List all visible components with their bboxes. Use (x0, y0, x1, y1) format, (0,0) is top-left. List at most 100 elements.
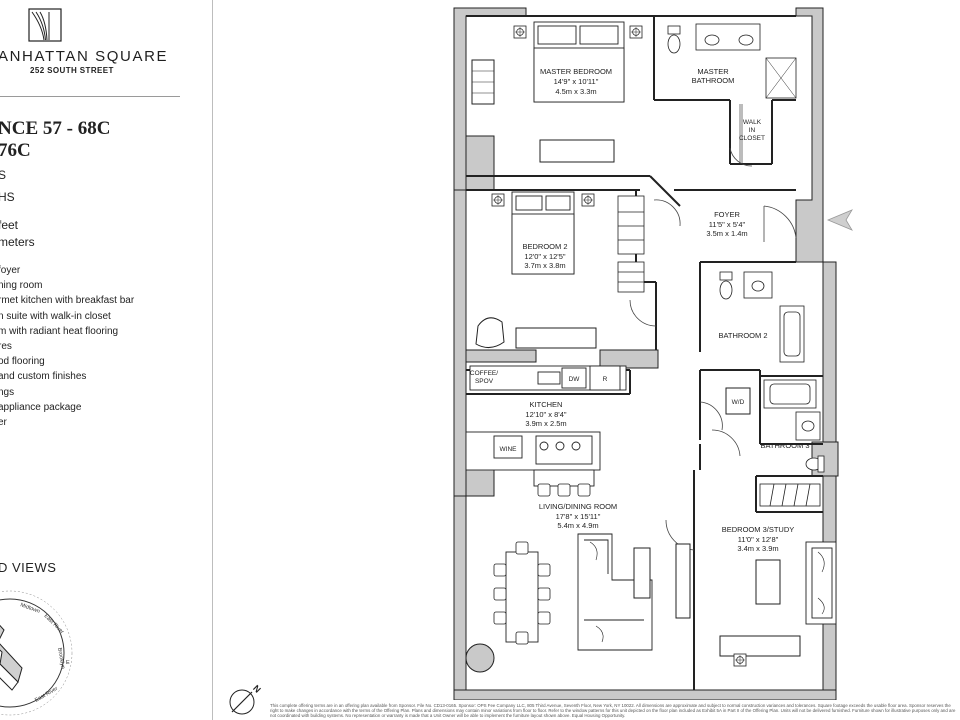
bedroom-2-name: BEDROOM 2 (522, 242, 567, 251)
bathrooms-count: HS (0, 190, 15, 204)
bedroom-2-chair (475, 317, 505, 348)
feature-item: od flooring (0, 356, 45, 368)
feature-item: foyer (0, 265, 21, 276)
bedroom-3-desk (719, 635, 801, 657)
view-label-east-river-2: East River (34, 686, 59, 704)
views-title: D VIEWS (0, 560, 57, 575)
stool-icon (537, 483, 551, 497)
stool-icon (557, 483, 571, 497)
dining-chair-icon (515, 541, 529, 555)
living-sofa (577, 533, 653, 651)
feature-item: appliance package (0, 401, 82, 413)
kitchen-imperial: 12'10" x 8'4" (525, 410, 566, 419)
legal-disclaimer: This complete offering terms are in an o… (270, 703, 956, 719)
foyer-metric: 3.5m x 1.4m (706, 229, 747, 238)
feature-item: m with radiant heat flooring (0, 325, 119, 337)
dining-chair-icon (493, 611, 507, 625)
living-imperial: 17'8" x 15'11" (556, 512, 601, 521)
residence-line-2: 76C (0, 140, 31, 161)
master-bath-fixtures (667, 23, 797, 99)
feature-item: n suite with walk-in closet (0, 310, 111, 322)
bedroom-3-closet (759, 483, 821, 507)
living-metric: 5.4m x 4.9m (557, 521, 598, 530)
building-logo-icon (28, 8, 62, 42)
feature-item: ngs (0, 386, 15, 398)
stool-icon (577, 483, 591, 497)
dining-chair-icon (537, 563, 551, 577)
divider (0, 96, 180, 97)
north-label: N (251, 683, 263, 695)
residence-line-1: NCE 57 - 68C (0, 118, 111, 139)
bedrooms-count: S (0, 168, 6, 182)
kitchen-name: KITCHEN (530, 400, 563, 409)
feature-item: rmet kitchen with breakfast bar (0, 295, 135, 307)
washer-dryer-label: W/D (732, 399, 745, 406)
bedroom-3-imperial: 11'0" x 12'8" (738, 535, 779, 544)
coffee-label-1: COFFEE/ (470, 370, 498, 377)
washer-dryer (725, 387, 751, 415)
bedroom-3-sofa (805, 541, 837, 625)
compass-e-label: E (66, 660, 70, 666)
planter (465, 643, 495, 673)
bedroom-3-name: BEDROOM 3/STUDY (722, 525, 795, 534)
desk-chair-icon (733, 653, 747, 667)
bedroom-2-bed (511, 191, 575, 275)
closet-line-2: IN (749, 127, 756, 134)
north-arrow-icon: N (229, 683, 263, 715)
view-label-brooklyn: Brooklyn (56, 647, 66, 669)
living-name: LIVING/DINING ROOM (539, 502, 617, 511)
nightstand-icon (513, 25, 527, 39)
dresser (539, 139, 615, 163)
brand-address: 252 SOUTH STREET (30, 66, 114, 75)
foyer-name: FOYER (714, 210, 740, 219)
bedroom-2-closet (617, 195, 645, 293)
features-list: foyer ning room rmet kitchen with breakf… (0, 263, 134, 430)
bathroom-2-name: BATHROOM 2 (718, 331, 767, 340)
nightstand-icon (491, 193, 505, 207)
bathroom-3-fixtures (763, 379, 825, 473)
master-bedroom-imperial: 14'9" x 10'11" (554, 77, 599, 86)
interior-walls (466, 15, 823, 690)
view-label-east-river: East River (43, 613, 65, 635)
dishwasher-label: DW (569, 376, 581, 383)
coffee-table (633, 547, 651, 599)
bedroom-2-metric: 3.7m x 3.8m (524, 261, 565, 270)
kitchen-counter (469, 365, 627, 391)
master-bedroom-name: MASTER BEDROOM (540, 67, 612, 76)
dining-chair-icon (537, 611, 551, 625)
nightstand-icon (581, 193, 595, 207)
residence-title: NCE 57 - 68C 76C (0, 118, 110, 162)
bedroom-3-ottoman (755, 559, 781, 605)
dining-chair-icon (515, 631, 529, 645)
master-bedroom-metric: 4.5m x 3.3m (555, 87, 596, 96)
square-meters: meters (0, 235, 35, 249)
entry-arrow-icon (826, 209, 853, 231)
floor-plan: MASTER BEDROOM 14'9" x 10'11" 4.5m x 3.3… (453, 7, 853, 700)
closet-line-3: CLOSET (739, 135, 765, 142)
kitchen-island (465, 431, 601, 487)
bedroom-2-desk (515, 327, 597, 349)
bedroom-2-imperial: 12'0" x 12'5" (524, 252, 565, 261)
bedroom-3-metric: 3.4m x 3.9m (737, 544, 778, 553)
brand-name: ANHATTAN SQUARE (0, 48, 169, 65)
dining-chair-icon (493, 587, 507, 601)
sidebar: ANHATTAN SQUARE 252 SOUTH STREET NCE 57 … (0, 0, 213, 720)
refrigerator-label: R (603, 376, 608, 383)
bathroom-2-fixtures (719, 271, 805, 363)
master-bathroom-line-1: MASTER (697, 67, 729, 76)
room-labels: MASTER BEDROOM 14'9" x 10'11" 4.5m x 3.3… (470, 67, 810, 553)
media-console (675, 543, 691, 619)
dining-chair-icon (493, 563, 507, 577)
dining-chair-icon (537, 587, 551, 601)
walk-in-closet-shelves (739, 104, 743, 164)
view-label-midtown: Midtown (19, 602, 40, 615)
nightstand-icon (629, 25, 643, 39)
bathroom-3-name: BATHROOM 3 (760, 441, 809, 450)
coffee-label-2: SPOV (475, 378, 494, 385)
dining-table (505, 551, 539, 643)
feature-item: and custom finishes (0, 371, 87, 383)
kitchen-metric: 3.9m x 2.5m (525, 419, 566, 428)
feature-item: res (0, 341, 12, 353)
wine-label: WINE (500, 446, 518, 453)
foyer-imperial: 11'5" x 5'4" (709, 220, 746, 229)
